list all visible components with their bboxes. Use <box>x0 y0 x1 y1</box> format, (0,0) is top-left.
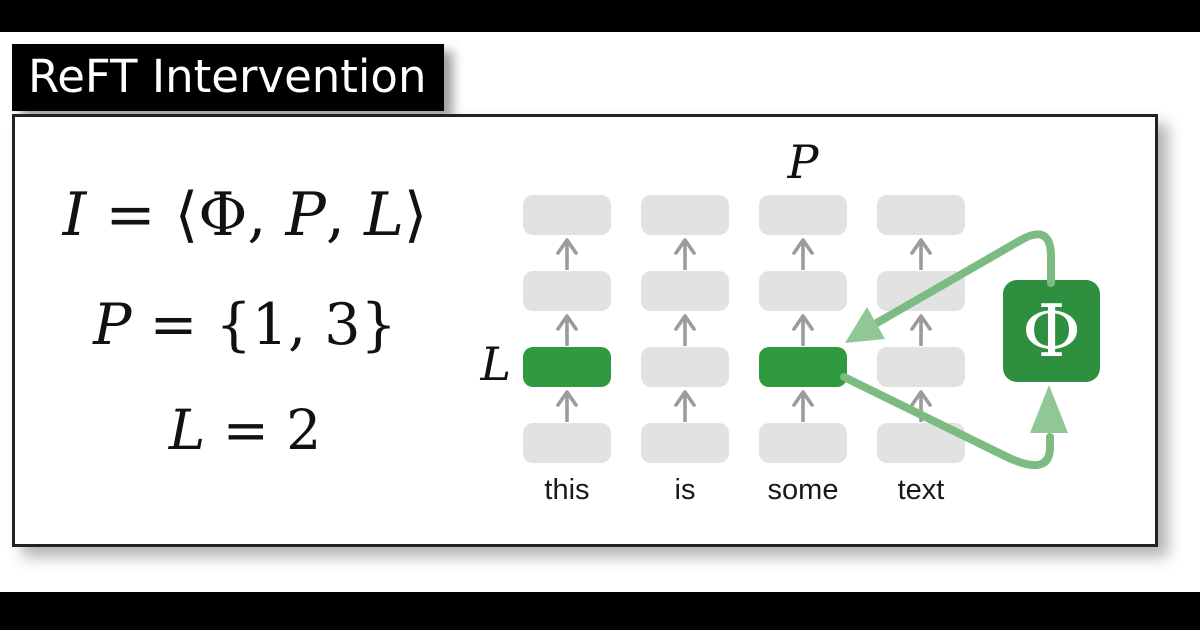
hidden-state-box <box>877 347 965 387</box>
hidden-state-box <box>641 271 729 311</box>
hidden-state-box <box>759 271 847 311</box>
up-arrow-icon <box>554 311 580 347</box>
math-block: I = ⟨Φ, P, L⟩ P = {1, 3} L = 2 <box>30 117 460 544</box>
hidden-state-box <box>641 423 729 463</box>
bottom-black-bar <box>0 592 1200 630</box>
intervened-hidden-state-box <box>523 347 611 387</box>
formula-intervention-tuple: I = ⟨Φ, P, L⟩ <box>62 180 428 250</box>
hidden-state-box <box>523 271 611 311</box>
formula-positions: P = {1, 3} <box>93 292 397 358</box>
phi-input-arrowhead <box>1030 385 1068 433</box>
position-label: P <box>787 135 819 189</box>
phi-input-arrow-line <box>840 373 1054 470</box>
figure-panel: I = ⟨Φ, P, L⟩ P = {1, 3} L = 2 P L this i… <box>12 114 1158 547</box>
token-column-is: is <box>641 195 729 505</box>
top-black-bar <box>0 0 1200 32</box>
title-banner: ReFT Intervention <box>12 44 445 111</box>
up-arrow-icon <box>672 387 698 423</box>
token-label: some <box>767 474 839 506</box>
up-arrow-icon <box>672 235 698 271</box>
hidden-state-box <box>523 195 611 235</box>
formula-layer: L = 2 <box>168 398 322 462</box>
phi-output-arrow-line <box>871 230 1055 328</box>
phi-intervention-box: Φ <box>1003 280 1100 382</box>
token-column-text: text <box>877 195 965 505</box>
intervened-hidden-state-box <box>759 347 847 387</box>
hidden-state-box <box>759 195 847 235</box>
hidden-state-box <box>759 423 847 463</box>
token-layers-grid: this is some text <box>523 195 965 505</box>
token-label: this <box>544 474 590 506</box>
up-arrow-icon <box>790 311 816 347</box>
hidden-state-box <box>523 423 611 463</box>
up-arrow-icon <box>672 311 698 347</box>
up-arrow-icon <box>554 235 580 271</box>
hidden-state-box <box>641 195 729 235</box>
hidden-state-box <box>641 347 729 387</box>
intervention-loop-arrows <box>840 230 1068 470</box>
token-label: text <box>897 474 945 506</box>
up-arrow-icon <box>790 235 816 271</box>
token-column-this: this <box>523 195 611 505</box>
up-arrow-icon <box>790 387 816 423</box>
up-arrow-icon <box>908 311 934 347</box>
phi-output-arrowhead <box>845 307 885 343</box>
up-arrow-icon <box>554 387 580 423</box>
phi-symbol: Φ <box>1021 289 1082 373</box>
token-label: is <box>674 474 696 506</box>
token-column-some: some <box>759 195 847 505</box>
up-arrow-icon <box>908 235 934 271</box>
hidden-state-box <box>877 195 965 235</box>
page-title: ReFT Intervention <box>28 50 427 103</box>
figure-panel-inner: I = ⟨Φ, P, L⟩ P = {1, 3} L = 2 P L this i… <box>15 117 1155 544</box>
layer-label: L <box>480 337 511 391</box>
